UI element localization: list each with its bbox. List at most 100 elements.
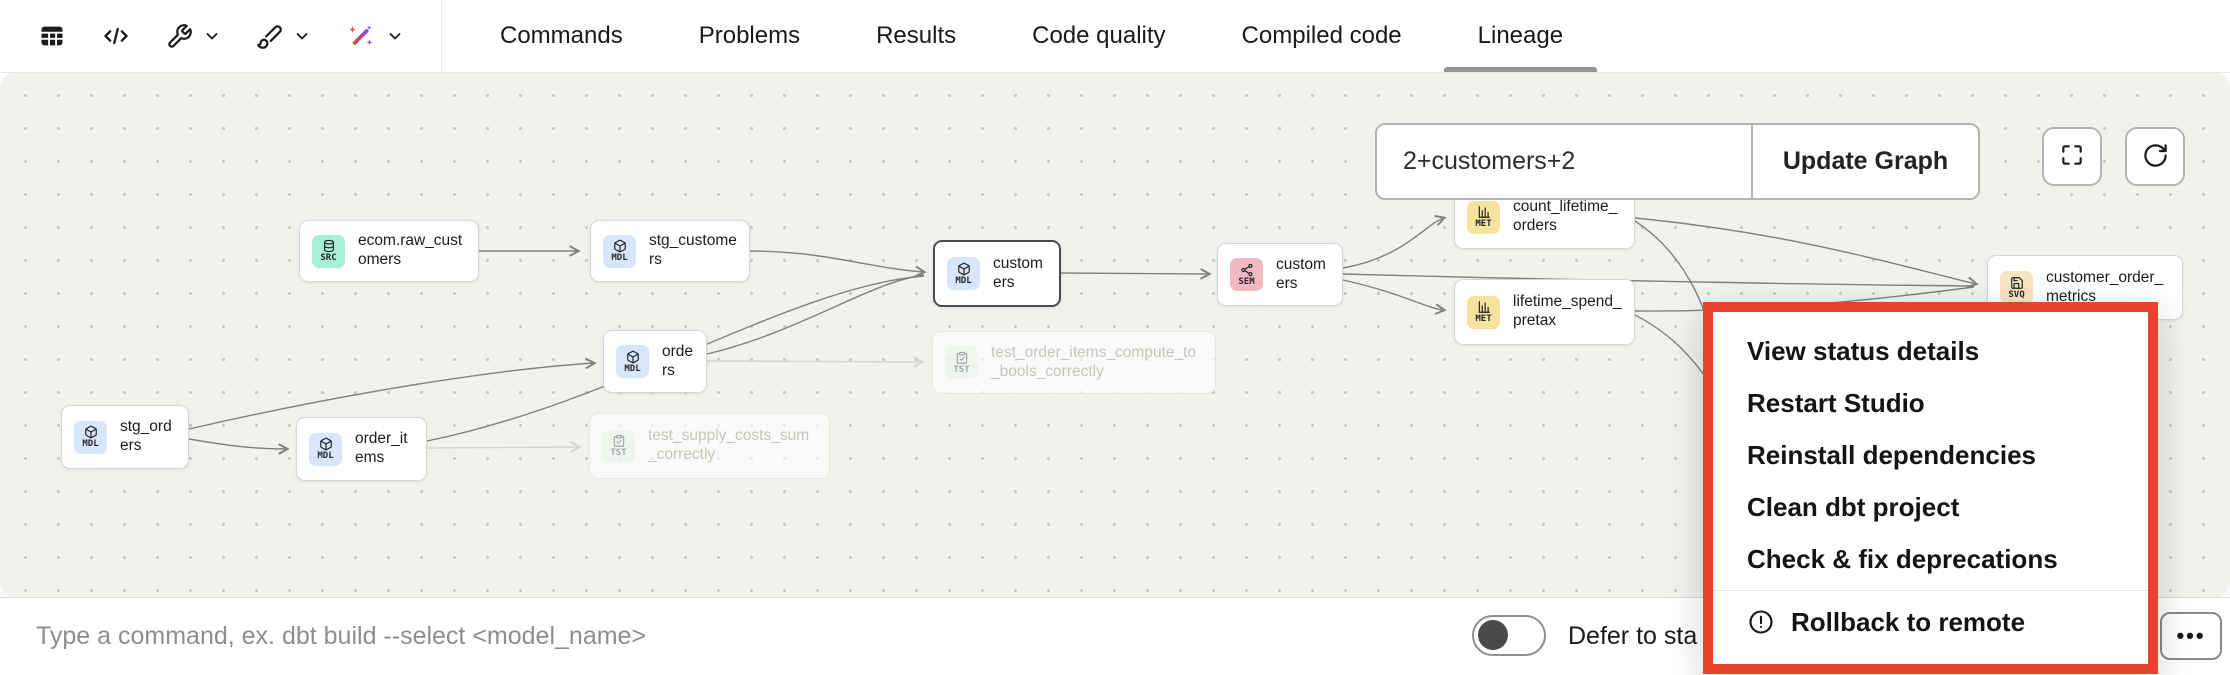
brush-icon [256, 23, 283, 50]
command-input[interactable] [0, 599, 1472, 673]
node-badge-label: MDL [955, 275, 972, 286]
refresh-button[interactable] [2125, 127, 2185, 186]
database-icon [322, 239, 336, 253]
menu-item-label: Restart Studio [1747, 387, 1925, 418]
menu-item-restart-studio[interactable]: Restart Studio [1713, 377, 2148, 429]
more-options-button[interactable]: ••• [2160, 612, 2222, 660]
chevron-down-icon[interactable] [294, 28, 310, 44]
lineage-node-customers-model[interactable]: MDL customers [933, 240, 1061, 307]
node-badge-label: MET [1475, 314, 1492, 324]
menu-item-label: Check & fix deprecations [1747, 543, 2058, 574]
top-bar: Commands Problems Results Code quality Compi… [0, 0, 2230, 73]
edge-orders-to-test-order-items-compute-to-bools-correctly [706, 356, 925, 368]
menu-item-rollback-to-remote[interactable]: Rollback to remote [1713, 596, 2148, 648]
node-badge-sem: SEM [1230, 258, 1263, 291]
node-badge-label: MDL [317, 451, 334, 461]
tab-lineage[interactable]: Lineage [1443, 0, 1598, 72]
menu-item-label: Clean dbt project [1747, 491, 1960, 522]
tab-compiled-code[interactable]: Compiled code [1241, 22, 1402, 49]
node-badge-label: TST [610, 448, 627, 458]
tab-problems[interactable]: Problems [698, 22, 801, 49]
node-badge-mdl: MDL [603, 234, 636, 268]
node-label: customer_order_metrics [2046, 268, 2164, 305]
bar-chart-icon [1477, 205, 1491, 219]
node-label: count_lifetime_orders [1513, 198, 1618, 234]
node-badge-met: MET [1467, 200, 1500, 234]
node-label: test_order_items_compute_to_bools_correc… [991, 343, 1197, 380]
node-label: lifetime_spend_pretax [1513, 293, 1622, 329]
code-icon-button[interactable] [102, 22, 130, 50]
node-badge-label: MDL [611, 253, 628, 263]
node-badge-mdl: MDL [309, 432, 342, 466]
edge-customers-semantic-to-lifetime-spend-pretax [1342, 279, 1447, 315]
wrench-icon-button[interactable] [166, 23, 220, 50]
test-icon [612, 434, 626, 448]
node-badge-label: MET [1475, 219, 1492, 229]
lineage-node-ecom-raw-customers[interactable]: SRC ecom.raw_customers [299, 220, 479, 282]
lineage-node-stg-customers[interactable]: MDL stg_customers [590, 220, 750, 282]
menu-item-label: Reinstall dependencies [1747, 439, 2036, 470]
update-graph-button[interactable]: Update Graph [1752, 125, 1978, 198]
graph-selector: Update Graph [1375, 123, 1980, 200]
semantic-icon [1240, 263, 1254, 277]
edge-count-lifetime-orders-to-customer-order-metrics [1634, 217, 1979, 288]
save-icon [2010, 276, 2024, 290]
edge-orders-to-customers-model [706, 274, 925, 355]
chevron-down-icon[interactable] [387, 28, 403, 44]
chevron-down-icon[interactable] [204, 28, 220, 44]
node-label: ecom.raw_customers [358, 232, 463, 268]
node-badge-mdl: MDL [947, 257, 980, 290]
node-badge-label: SVQ [2008, 289, 2025, 300]
brush-icon-button[interactable] [256, 23, 310, 50]
node-badge-tst: TST [945, 346, 978, 379]
selector-input[interactable] [1377, 125, 1751, 198]
selector-divider [1751, 125, 1753, 198]
ai-pen-icon [346, 21, 376, 51]
node-badge-met: MET [1467, 295, 1500, 329]
tab-commands[interactable]: Commands [500, 22, 623, 49]
code-icon [102, 22, 130, 50]
lineage-node-test-supply-costs-sum-correctly[interactable]: TST test_supply_costs_sum_correctly [589, 413, 830, 479]
node-badge-label: SEM [1238, 276, 1255, 287]
node-badge-svq: SVQ [2000, 271, 2033, 304]
toolbar-icons [0, 0, 441, 72]
node-label: order_items [355, 430, 408, 466]
bar-chart-icon [1477, 300, 1491, 314]
lineage-node-lifetime-spend-pretax[interactable]: MET lifetime_spend_pretax [1454, 279, 1635, 345]
edge-order-items-to-test-supply-costs-sum-correctly [426, 441, 582, 453]
cube-icon [319, 437, 333, 451]
edge-stg-orders-to-orders [188, 357, 597, 430]
ai-pen-icon-button[interactable] [346, 21, 403, 51]
edge-customers-semantic-to-count-lifetime-orders [1342, 214, 1447, 269]
menu-item-clean-dbt-project[interactable]: Clean dbt project [1713, 481, 2148, 533]
node-label: customers [993, 254, 1043, 291]
lineage-node-order-items[interactable]: MDL order_items [296, 417, 427, 481]
tab-code-quality[interactable]: Code quality [1032, 22, 1166, 49]
node-badge-mdl: MDL [616, 345, 649, 378]
node-badge-tst: TST [602, 429, 635, 463]
node-badge-src: SRC [312, 234, 345, 268]
fullscreen-button[interactable] [2042, 127, 2102, 186]
node-label: test_supply_costs_sum_correctly [648, 427, 810, 463]
wrench-icon [166, 23, 193, 50]
edge-customers-semantic-to-customer-order-metrics [1342, 273, 1975, 287]
cube-icon [613, 239, 627, 253]
menu-item-reinstall-dependencies[interactable]: Reinstall dependencies [1713, 429, 2148, 481]
lineage-node-test-order-items-compute-to-bools-correctly[interactable]: TST test_order_items_compute_to_bools_cor… [932, 331, 1216, 394]
node-label: customers [1276, 255, 1326, 292]
menu-item-check-fix-deprecations[interactable]: Check & fix deprecations [1713, 533, 2148, 585]
cube-icon [626, 350, 640, 364]
menu-item-view-status-details[interactable]: View status details [1713, 325, 2148, 377]
node-badge-label: TST [953, 364, 970, 375]
defer-toggle[interactable] [1472, 615, 1546, 656]
cube-icon [84, 425, 98, 439]
menu-item-label: View status details [1747, 335, 1980, 366]
node-label: stg_customers [649, 232, 737, 268]
lineage-node-customers-semantic[interactable]: SEM customers [1217, 243, 1343, 306]
menu-item-label: Rollback to remote [1791, 606, 2026, 637]
table-icon-button[interactable] [38, 22, 66, 50]
tab-results[interactable]: Results [876, 22, 957, 49]
